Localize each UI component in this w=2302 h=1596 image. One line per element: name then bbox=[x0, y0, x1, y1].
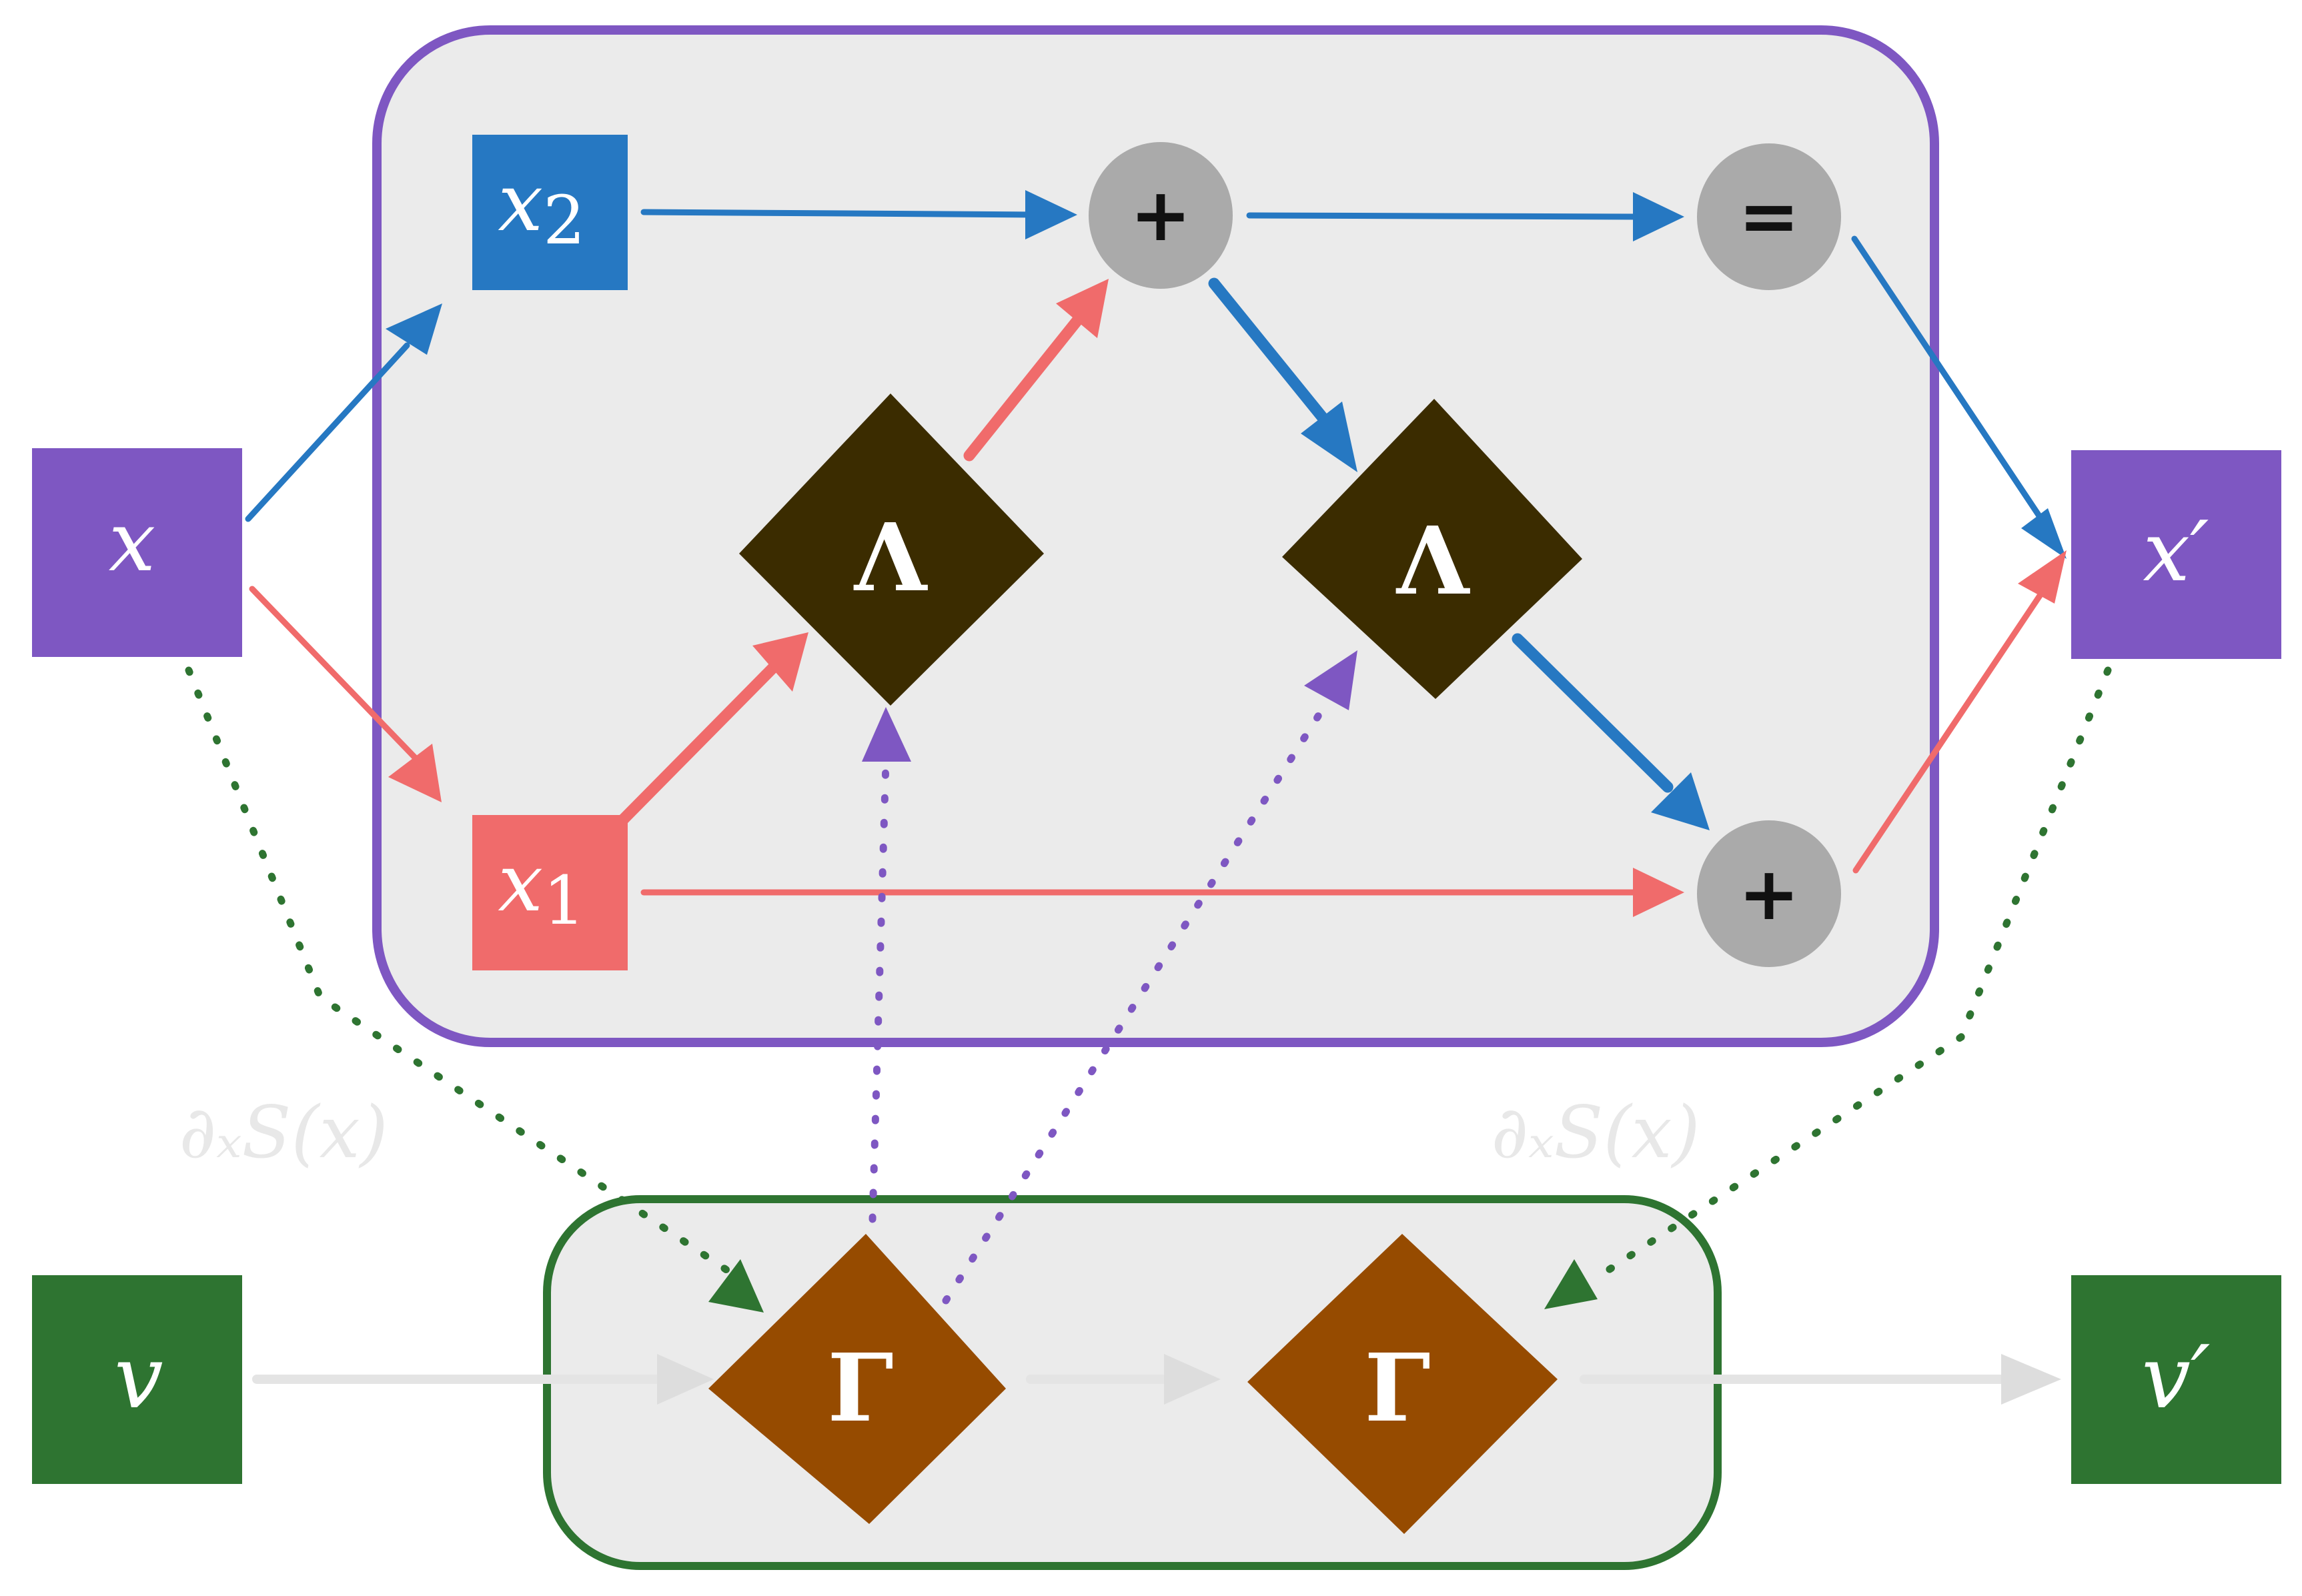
op-plus-top-label: + bbox=[1130, 172, 1191, 257]
node-x2-label: x bbox=[498, 157, 543, 249]
node-v-output: v′ bbox=[2071, 1275, 2281, 1484]
gamma-block-right-label: Γ bbox=[1364, 1334, 1430, 1443]
node-x-output: x′ bbox=[2071, 450, 2281, 659]
node-v-input: v bbox=[32, 1275, 242, 1484]
op-plus-bottom: + bbox=[1697, 820, 1841, 967]
lambda-block-left: Λ bbox=[739, 393, 1044, 706]
op-plus-top: + bbox=[1089, 142, 1233, 289]
node-x-input: x bbox=[32, 448, 242, 657]
node-v-output-label: v′ bbox=[2142, 1327, 2211, 1428]
node-x1-label: x bbox=[498, 837, 543, 930]
op-plus-bottom-label: + bbox=[1738, 851, 1800, 936]
lambda-block-left-label: Λ bbox=[853, 504, 929, 613]
lambda-block-right-label: Λ bbox=[1395, 507, 1471, 616]
node-x-output-label: x′ bbox=[2143, 504, 2209, 600]
node-x2-subscript: 2 bbox=[543, 181, 586, 259]
purple-dotted-arrows bbox=[862, 650, 1357, 1305]
node-x-input-label: x bbox=[109, 494, 156, 590]
blue-flow-arrows bbox=[245, 190, 2067, 830]
node-v-input-label: v bbox=[114, 1327, 163, 1428]
svg-text:x1: x1 bbox=[498, 837, 585, 940]
lambda-block-right: Λ bbox=[1282, 399, 1582, 699]
op-equals-label: = bbox=[1738, 173, 1800, 259]
green-dotted-arrows bbox=[185, 666, 2112, 1313]
gamma-block-right: Γ bbox=[1247, 1234, 1558, 1534]
gamma-block-left-label: Γ bbox=[827, 1334, 893, 1443]
op-equals: = bbox=[1697, 143, 1841, 290]
position-update-panel bbox=[372, 25, 1939, 1047]
svg-text:x2: x2 bbox=[498, 157, 585, 259]
node-x1: x1 bbox=[472, 815, 628, 970]
node-x1-subscript: 1 bbox=[543, 862, 586, 940]
momentum-flow-arrows bbox=[252, 1354, 2061, 1405]
red-flow-arrows bbox=[249, 279, 2067, 917]
gradient-label-left: ∂ₓS(x) bbox=[179, 1091, 388, 1174]
node-x2: x2 bbox=[472, 135, 628, 290]
gamma-block-left: Γ bbox=[708, 1234, 1006, 1524]
gradient-label-right: ∂ₓS(x) bbox=[1491, 1091, 1700, 1174]
